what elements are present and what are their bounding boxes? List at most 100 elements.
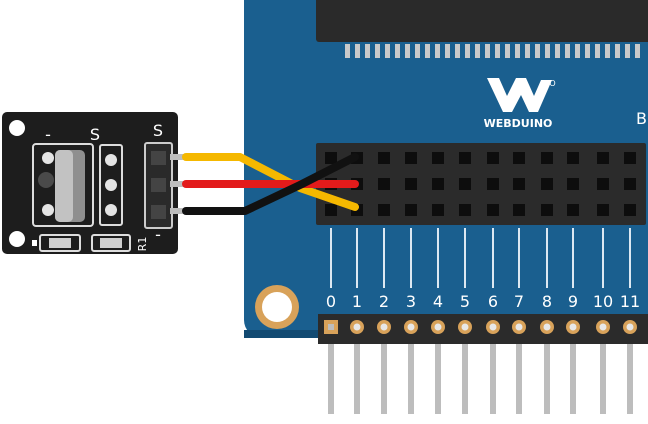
ir-pad-1 bbox=[42, 152, 54, 164]
header-hole bbox=[459, 178, 471, 190]
top-pin bbox=[585, 44, 590, 58]
module-hole-tl bbox=[9, 120, 25, 136]
header-hole bbox=[597, 204, 609, 216]
header-pin-top bbox=[380, 323, 388, 331]
header-pin-top bbox=[461, 323, 469, 331]
pin-trace bbox=[518, 228, 520, 288]
pin-label-9: 9 bbox=[568, 292, 578, 311]
pin-trace bbox=[492, 228, 494, 288]
pad-column bbox=[99, 144, 123, 226]
header-hole bbox=[597, 152, 609, 164]
top-pin bbox=[495, 44, 500, 58]
header-pin-leg bbox=[544, 344, 550, 414]
pin-trace bbox=[330, 228, 332, 288]
header-hole bbox=[405, 178, 417, 190]
header-pin-top bbox=[489, 323, 497, 331]
top-pin bbox=[345, 44, 350, 58]
header-pin-leg bbox=[490, 344, 496, 414]
logo-mark-icon bbox=[487, 78, 552, 112]
pin-label-0: 0 bbox=[326, 292, 336, 311]
top-pin bbox=[605, 44, 610, 58]
top-pin bbox=[455, 44, 460, 58]
header-hole bbox=[378, 178, 390, 190]
pin-trace bbox=[383, 228, 385, 288]
header-pin-top bbox=[434, 323, 442, 331]
top-pin bbox=[615, 44, 620, 58]
top-pin bbox=[425, 44, 430, 58]
header-hole bbox=[459, 204, 471, 216]
module-hole-bl bbox=[9, 231, 25, 247]
header-hole bbox=[513, 204, 525, 216]
header-hole bbox=[459, 152, 471, 164]
smd-led bbox=[39, 234, 81, 252]
top-pin bbox=[625, 44, 630, 58]
top-pin bbox=[565, 44, 570, 58]
header-hole bbox=[541, 178, 553, 190]
header-pin-leg bbox=[600, 344, 606, 414]
pin-label-8: 8 bbox=[542, 292, 552, 311]
ir-receiver-module: - S S - R1 bbox=[2, 112, 178, 254]
top-pin bbox=[475, 44, 480, 58]
mounting-hole-inner bbox=[262, 292, 292, 322]
header-hole bbox=[432, 152, 444, 164]
female-header-block bbox=[316, 143, 646, 225]
pin-trace bbox=[572, 228, 574, 288]
top-pin bbox=[405, 44, 410, 58]
header-hole bbox=[567, 152, 579, 164]
pin-label-11: 11 bbox=[620, 292, 640, 311]
resistor-label: R1 bbox=[136, 237, 149, 252]
smd-resistor bbox=[91, 234, 131, 252]
header-pin-leg bbox=[570, 344, 576, 414]
top-pin bbox=[375, 44, 380, 58]
top-pin bbox=[445, 44, 450, 58]
header-pin-top bbox=[599, 323, 607, 331]
bottom-header-body bbox=[318, 314, 648, 344]
header-hole bbox=[378, 152, 390, 164]
header-pin-leg bbox=[381, 344, 387, 414]
header-hole bbox=[487, 152, 499, 164]
ir-sensor-body-light bbox=[55, 150, 73, 222]
pin-label-6: 6 bbox=[488, 292, 498, 311]
pad-2 bbox=[105, 179, 117, 191]
bottom-pin-header bbox=[318, 314, 648, 414]
top-pin bbox=[385, 44, 390, 58]
ir-sensor-outline bbox=[32, 143, 94, 227]
logo-wordmark: WEBDUINO bbox=[484, 117, 553, 130]
module-pin-bot bbox=[170, 208, 188, 214]
header-hole bbox=[513, 178, 525, 190]
pin-label-5: 5 bbox=[460, 292, 470, 311]
smd-led-body bbox=[49, 238, 71, 248]
wire-signal bbox=[182, 153, 359, 211]
header-pin-leg bbox=[627, 344, 633, 414]
top-pin bbox=[355, 44, 360, 58]
pin-trace bbox=[546, 228, 548, 288]
pin-label-10: 10 bbox=[593, 292, 613, 311]
header-pin-leg bbox=[408, 344, 414, 414]
pin-label-7: 7 bbox=[514, 292, 524, 311]
module-label-s2: S bbox=[153, 121, 163, 140]
header-pin-leg bbox=[516, 344, 522, 414]
top-pin bbox=[515, 44, 520, 58]
header-hole bbox=[432, 204, 444, 216]
connector-slot-1 bbox=[151, 151, 166, 165]
header-pin-leg bbox=[328, 344, 334, 414]
top-pin bbox=[365, 44, 370, 58]
pin-traces bbox=[330, 228, 631, 288]
top-pin bbox=[545, 44, 550, 58]
top-pin bbox=[485, 44, 490, 58]
pin-trace bbox=[629, 228, 631, 288]
jumper-wires bbox=[182, 153, 359, 215]
header-hole bbox=[487, 178, 499, 190]
top-pin bbox=[555, 44, 560, 58]
pin-trace bbox=[437, 228, 439, 288]
header-hole bbox=[597, 178, 609, 190]
top-pin bbox=[465, 44, 470, 58]
ir-sensor-lens-icon bbox=[38, 172, 54, 188]
header-pin-top bbox=[569, 323, 577, 331]
header-pin-top bbox=[515, 323, 523, 331]
header-hole bbox=[624, 152, 636, 164]
header-pin-leg bbox=[354, 344, 360, 414]
header-hole bbox=[325, 152, 337, 164]
pin-trace bbox=[464, 228, 466, 288]
